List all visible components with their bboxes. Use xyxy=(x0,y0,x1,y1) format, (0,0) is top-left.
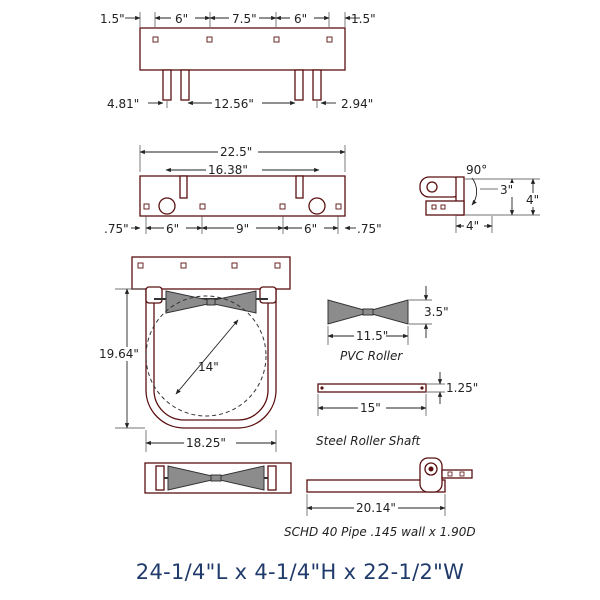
pipe-detail: 20.14" SCHD 40 Pipe .145 wall x 1.90D xyxy=(284,457,476,539)
end-dim-width: 18.25" xyxy=(186,436,226,450)
pvc-roller-right-cone xyxy=(371,299,409,325)
top-dim-2: 6" xyxy=(175,12,188,26)
top-dim-left: 4.81" xyxy=(107,97,139,111)
top-bolt-holes xyxy=(152,36,333,43)
overall-dimensions-caption: 24-1/4"L x 4-1/4"H x 22-1/2"W xyxy=(135,560,465,584)
shaft-length: 15" xyxy=(360,401,381,415)
pipe-body xyxy=(306,479,446,493)
top-dim-4: 6" xyxy=(294,12,307,26)
end-roller-left xyxy=(165,290,209,314)
steel-shaft-detail: 1.25" 15" Steel Roller Shaft xyxy=(316,372,478,448)
end-view-bolt-holes xyxy=(137,262,281,269)
front-bolt-holes xyxy=(143,203,342,210)
front-view: 22.5" 16.38" .75" 6" 9" 6" .75" xyxy=(104,145,382,236)
end-view-top-plate xyxy=(131,256,291,290)
front-dim-2: 6" xyxy=(166,222,179,236)
end-view: 14" 19.64" 18.25" xyxy=(98,256,291,452)
pvc-roller-left-cone xyxy=(327,299,365,325)
top-dim-5: 1.5" xyxy=(351,12,376,26)
front-pipe-hole-left xyxy=(158,197,176,215)
pvc-roller-length: 11.5" xyxy=(356,329,388,343)
top-legs xyxy=(162,69,322,101)
front-pipe-hole-right xyxy=(308,197,326,215)
bracket-detail: 90° 3" 4" 4" xyxy=(419,163,546,233)
pvc-roller-label: PVC Roller xyxy=(340,349,403,363)
top-dim-mid: 12.56" xyxy=(214,97,254,111)
pvc-roller-detail: 3.5" 11.5" PVC Roller xyxy=(327,286,449,363)
top-view: 1.5" 6" 7.5" 6" 1.5" 4.81" 12.56" 2.94" xyxy=(100,11,376,111)
pvc-roller-diameter: 3.5" xyxy=(424,305,449,319)
bracket-angle: 90° xyxy=(466,163,487,177)
top-dim-right: 2.94" xyxy=(341,97,373,111)
front-dim-1: .75" xyxy=(104,222,129,236)
end-dim-diameter: 14" xyxy=(198,360,219,374)
end-dim-height: 19.64" xyxy=(99,347,139,361)
pipe-length: 20.14" xyxy=(356,501,396,515)
front-dim-5: .75" xyxy=(357,222,382,236)
front-dim-overall: 22.5" xyxy=(220,145,252,159)
front-dim-inner: 16.38" xyxy=(208,163,248,177)
steel-shaft xyxy=(317,383,427,393)
bracket-height-inner: 3" xyxy=(500,183,513,197)
top-plate xyxy=(139,27,346,71)
top-dim-3: 7.5" xyxy=(232,12,257,26)
front-dim-3: 9" xyxy=(236,222,249,236)
top-dim-1: 1.5" xyxy=(100,12,125,26)
shaft-diameter: 1.25" xyxy=(446,381,478,395)
bracket-height-outer: 4" xyxy=(526,193,539,207)
bracket-width: 4" xyxy=(466,219,479,233)
pipe-label: SCHD 40 Pipe .145 wall x 1.90D xyxy=(284,525,476,539)
front-dim-4: 6" xyxy=(304,222,317,236)
shaft-label: Steel Roller Shaft xyxy=(316,434,422,448)
pipe-diameter-circle xyxy=(145,295,267,417)
end-roller-right xyxy=(213,290,257,314)
bottom-assembly-view xyxy=(144,462,292,494)
